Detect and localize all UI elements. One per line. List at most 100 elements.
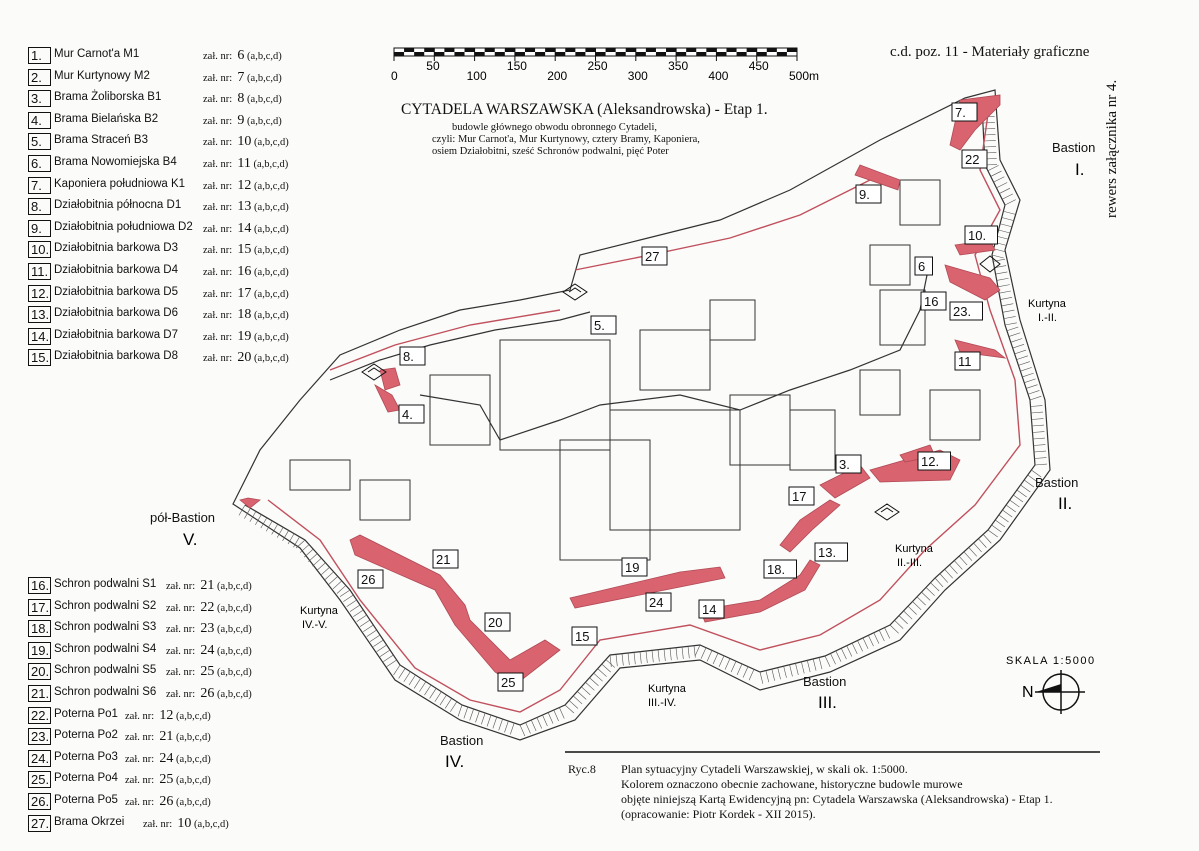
caption-line-3: objęte niniejszą Kartą Ewidencyjną pn: C… [621,792,1053,806]
map-marker-label: 24 [649,595,663,610]
legend-ref: zał. nr: 6 (a,b,c,d) [203,48,282,63]
legend-number: 11. [28,262,51,280]
caption-line-1: Plan sytuacyjny Cytadeli Warszawskiej, w… [621,762,908,776]
legend-ref: zał. nr: 10 (a,b,c,d) [203,134,289,150]
map-marker-label: 12. [921,454,939,469]
legend-number: 16. [28,577,51,594]
header-note: c.d. poz. 11 - Materiały graficzne [890,44,1090,60]
map-marker-label: 18. [767,562,785,577]
subtitle-line-3: osiem Działobitni, sześć Schronów podwal… [432,146,669,157]
legend-ref: zał. nr: 8 (a,b,c,d) [203,91,282,107]
map-marker-label: 17 [792,489,806,504]
map-marker-label: 13. [818,545,836,560]
legend-name: Poterna Po2 [54,729,118,742]
legend-ref: zał. nr: 11 (a,b,c,d) [203,155,289,171]
legend-ref: zał. nr: 25 (a,b,c,d) [166,664,252,680]
legend-number: 14. [28,327,51,345]
subtitle-line-2: czyli: Mur Carnot'a, Mur Kurtynowy, czte… [432,134,700,145]
legend-ref: zał. nr: 17 (a,b,c,d) [203,285,289,301]
legend-ref: zał. nr: 18 (a,b,c,d) [203,307,289,323]
map-marker-label: 3. [839,457,850,472]
map-marker-box [917,451,951,471]
bastion-2-label: Bastion [1035,475,1078,490]
bastion-3-label: Bastion [803,674,846,689]
legend-name: Działobitnia południowa D2 [54,220,193,233]
map-marker-box [961,149,988,169]
kurtyna-1-label: Kurtyna [1028,298,1067,310]
legend-number: 15. [28,349,51,367]
legend-ref: zał. nr: 9 (a,b,c,d) [203,112,282,128]
scale-tick-label: 250 [588,59,608,73]
map-marker-box [855,184,882,204]
legend-name: Poterna Po1 [54,707,118,720]
map-marker-label: 5. [594,318,605,333]
scale-tick-label: 400 [708,69,728,83]
legend-ref: zał. nr: 15 (a,b,c,d) [203,242,289,258]
legend-name: Działobitnia barkowa D6 [54,307,179,320]
legend-ref: zał. nr: 24 (a,b,c,d) [125,750,211,766]
legend-name: Poterna Po5 [54,793,118,806]
map-marker-label: 21 [436,552,450,567]
legend-number: 22. [28,706,51,724]
legend-ref: zał. nr: 21 (a,b,c,d) [166,578,252,593]
map-marker-box [645,592,672,612]
bastion-1-num: I. [1075,160,1084,179]
bastion-5-num: V. [183,530,198,549]
scale-tick-label: 100 [467,69,487,83]
scale-tick-label: 500m [789,69,819,83]
caption-line-2: Kolorem oznaczono obecnie zachowane, his… [621,777,963,791]
north-label: N [1022,684,1034,701]
legend-name: Działobitnia barkowa D3 [54,242,179,255]
legend-ref: zał. nr: 20 (a,b,c,d) [203,350,289,366]
legend-ref: zał. nr: 14 (a,b,c,d) [203,220,289,236]
legend-name: Działobitnia barkowa D8 [54,350,179,363]
bastion-3-num: III. [818,693,837,712]
legend-number: 9. [28,219,51,237]
map-marker-label: 19 [625,560,639,575]
fortress-outline [232,89,1051,741]
legend-name: Schron podwalni S6 [54,685,157,698]
map-marker-label: 27 [645,249,659,264]
scale-tick-label: 0 [391,69,398,83]
scale-tick-label: 450 [749,59,769,73]
legend-number: 27. [28,814,51,832]
scale-tick-label: 300 [628,69,648,83]
map-marker-label: 15 [575,629,589,644]
map-marker-label: 11 [958,354,972,369]
scale-tick-label: 50 [426,59,440,73]
wall-outline [267,99,1021,713]
legend-name: Schron podwalni S5 [54,664,157,677]
map-marker-box [763,559,797,579]
scale-tick-label: 350 [668,59,688,73]
legend-name: Kaponiera południowa K1 [54,177,186,190]
legend-ref: zał. nr: 21 (a,b,c,d) [125,729,211,745]
map-marker-label: 26 [361,572,375,587]
legend-name: Poterna Po3 [54,750,118,763]
map-marker-label: 4. [402,407,413,422]
map-marker-box [835,454,862,474]
legend-ref: zał. nr: 16 (a,b,c,d) [203,263,289,279]
legend-number: 5. [28,133,51,151]
legend-number: 4. [28,111,51,129]
map-marker-label: 14 [702,602,716,617]
legend-number: 2. [28,68,51,86]
legend-number: 3. [28,90,51,108]
kurtyna-3-sub: III.-IV. [648,697,676,709]
bastion-1-label: Bastion [1052,140,1095,155]
map-marker-label: 6 [918,259,925,274]
map-marker-box [914,256,933,276]
legend-ref: zał. nr: 12 (a,b,c,d) [125,707,211,723]
legend-number: 19. [28,641,51,659]
legend-name: Schron podwalni S2 [54,599,157,612]
kurtyna-4-label: Kurtyna [300,605,339,617]
map-marker-box [641,246,668,266]
map-marker-box [484,612,511,632]
interior-buildings [289,179,981,561]
legend-ref: zał. nr: 19 (a,b,c,d) [203,328,289,344]
legend-number: 25. [28,771,51,789]
map-marker-box [788,486,815,506]
map-marker-box [497,672,524,692]
legend-name: Brama Bielańska B2 [54,112,159,125]
legend-ref: zał. nr: 10 (a,b,c,d) [143,815,229,831]
bastion-4-label: Bastion [440,733,483,748]
